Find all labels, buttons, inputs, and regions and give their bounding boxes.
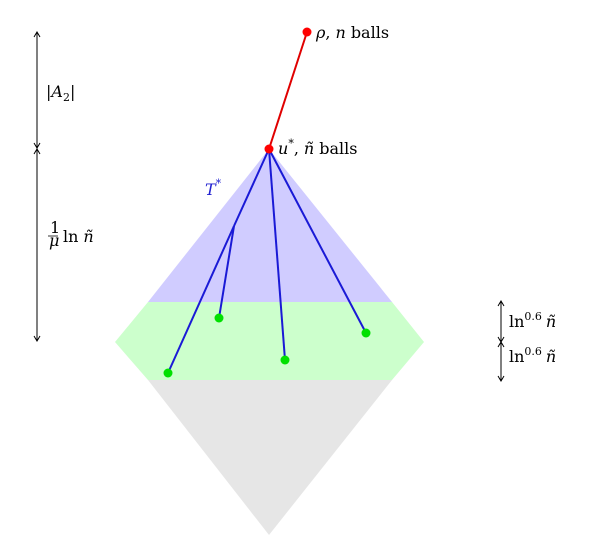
blue-tree-region (148, 149, 392, 302)
left-dimension-arrows (33, 31, 41, 342)
green-band-region (115, 302, 424, 380)
leaf-node-1 (163, 368, 173, 378)
leaf-node-3 (280, 355, 290, 365)
frac-numerator: 1 (50, 218, 60, 237)
a2-size-label: |A2| (46, 82, 75, 104)
frac-denominator: μ (49, 231, 59, 250)
tree-edge-leaf-4 (268, 148, 367, 334)
t-star-label: T* (205, 177, 222, 199)
gray-lower-region (148, 380, 392, 535)
tree-edge-leaf-2 (218, 225, 235, 319)
leaf-node-2 (214, 313, 224, 323)
tree-edge-leaf-1 (167, 225, 235, 374)
leaf-node-4 (361, 328, 371, 338)
u-star-node (264, 144, 274, 154)
tree-edge-branch (233, 148, 270, 227)
root-edge (268, 31, 308, 150)
right-dimension-arrows (497, 300, 505, 382)
tree-edge-leaf-3 (268, 148, 286, 361)
rho-node (302, 27, 312, 37)
